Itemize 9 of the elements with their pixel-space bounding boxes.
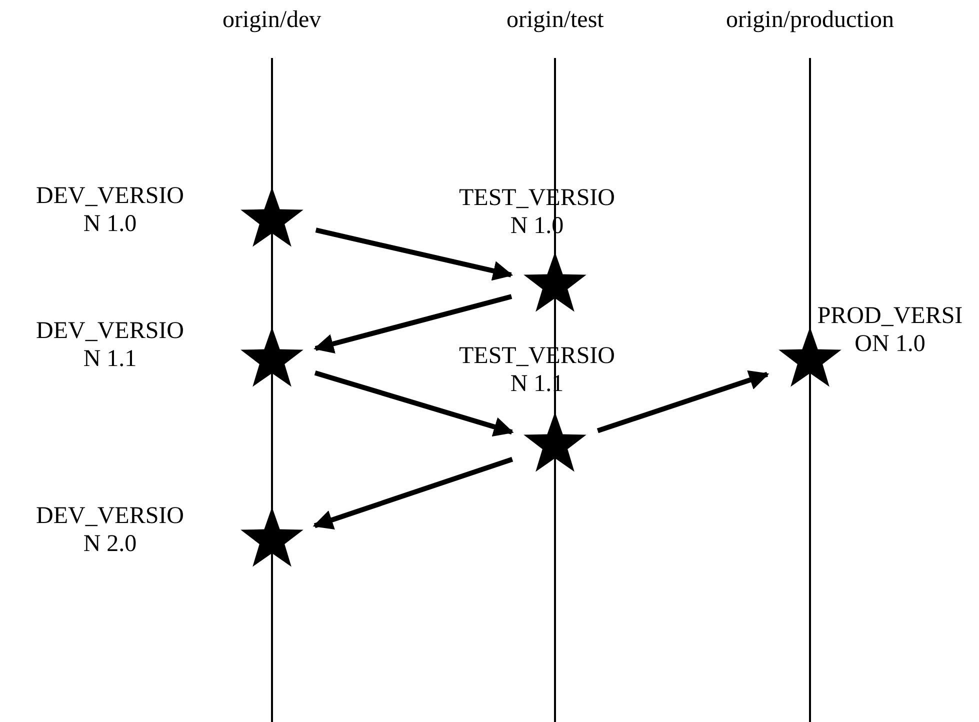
merge-arrow <box>314 294 512 354</box>
branch-name: origin/dev <box>222 6 322 34</box>
version-label: DEV_VERSIO N 1.0 <box>35 182 185 238</box>
branch-name: origin/test <box>506 6 604 34</box>
branch-name: origin/production <box>726 6 894 34</box>
version-label: DEV_VERSIO N 2.0 <box>35 502 185 558</box>
version-label: PROD_VERSI ON 1.0 <box>816 302 964 358</box>
merge-arrow <box>596 370 770 434</box>
version-label: DEV_VERSIO N 1.1 <box>35 317 185 373</box>
